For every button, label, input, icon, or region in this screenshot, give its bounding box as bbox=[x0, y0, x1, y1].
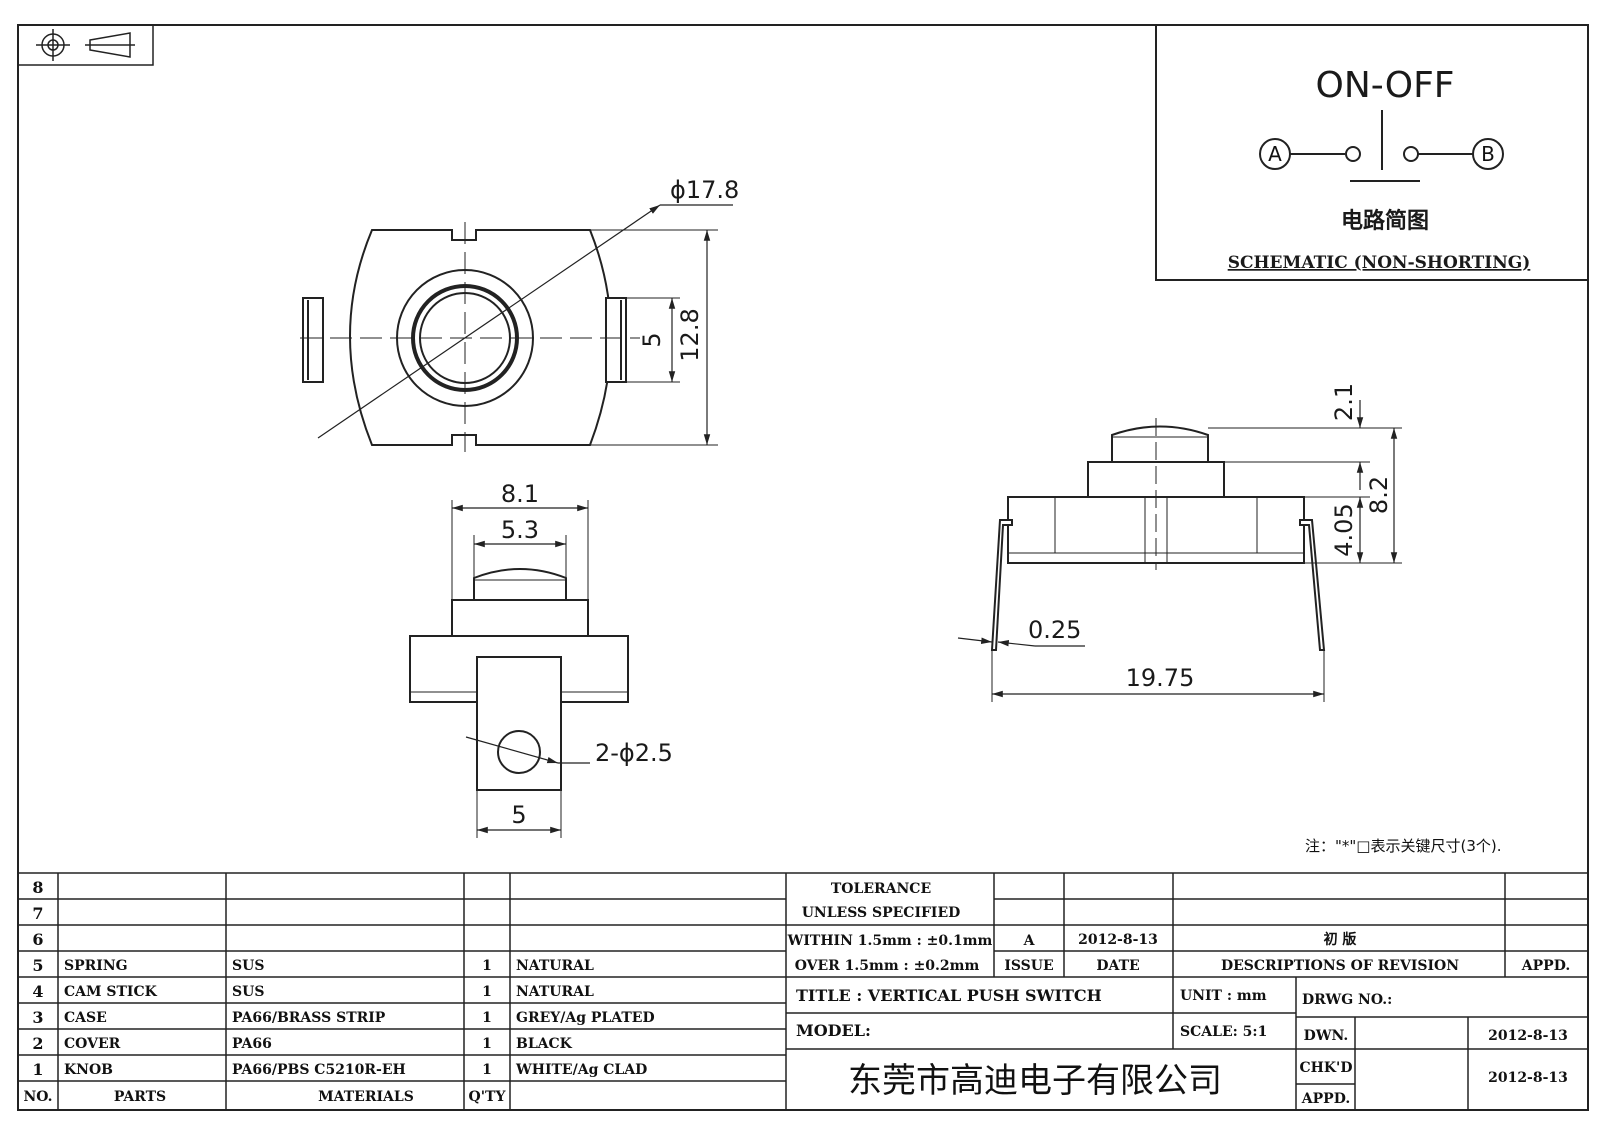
table-row: 8 bbox=[32, 878, 43, 897]
tolerance-line-1: TOLERANCE bbox=[831, 881, 931, 897]
bom-material: PA66/BRASS STRIP bbox=[232, 1010, 386, 1026]
front-view bbox=[409, 500, 629, 838]
bom-no: 6 bbox=[32, 930, 43, 949]
bom-qty: 1 bbox=[482, 984, 492, 1000]
drawn-date: 2012-8-13 bbox=[1488, 1028, 1568, 1044]
model-label: MODEL: bbox=[796, 1021, 871, 1040]
bom-part: KNOB bbox=[64, 1062, 113, 1078]
tolerance-line-3: WITHIN 1.5mm : ±0.1mm bbox=[787, 933, 993, 949]
checked-date: 2012-8-13 bbox=[1488, 1070, 1568, 1086]
bom-qty: 1 bbox=[482, 1062, 492, 1078]
title-block: TOLERANCE UNLESS SPECIFIED WITHIN 1.5mm … bbox=[787, 881, 1571, 1107]
tolerance-line-2: UNLESS SPECIFIED bbox=[802, 905, 961, 921]
bom-finish: NATURAL bbox=[516, 984, 594, 1000]
revision-issue: A bbox=[1023, 933, 1036, 949]
tolerance-line-4: OVER 1.5mm : ±0.2mm bbox=[795, 958, 980, 974]
bom-qty: 1 bbox=[482, 1010, 492, 1026]
table-row: 5 SPRING SUS 1 NATURAL bbox=[32, 956, 594, 975]
descriptions-label: DESCRIPTIONS OF REVISION bbox=[1221, 958, 1459, 974]
bom-finish: BLACK bbox=[516, 1036, 573, 1052]
dim-side-total-h: 8.2 bbox=[1365, 476, 1393, 514]
bom-qty: 1 bbox=[482, 1036, 492, 1052]
bom-no: 5 bbox=[32, 956, 43, 975]
bom-part: COVER bbox=[64, 1036, 121, 1052]
schematic-box: ON-OFF A B 电路简图 SCHEMATIC (NON-SHORTING) bbox=[1155, 24, 1589, 281]
table-row: 7 bbox=[32, 904, 43, 923]
bom-qty: 1 bbox=[482, 958, 492, 974]
key-dimension-note: 注："*"□表示关键尺寸(3个). bbox=[1305, 837, 1502, 855]
bom-no: 7 bbox=[32, 904, 43, 923]
bom-header-parts: PARTS bbox=[114, 1089, 166, 1105]
bom-rows: 8 7 6 5 SPRING SUS 1 NATURAL 4 CAM STICK… bbox=[23, 878, 654, 1105]
bom-no: 2 bbox=[32, 1034, 43, 1053]
title-block-grid bbox=[786, 873, 1588, 1110]
schematic-subtitle-en: SCHEMATIC (NON-SHORTING) bbox=[1228, 253, 1531, 273]
dim-front-hole: 2-ϕ2.5 bbox=[595, 739, 673, 767]
drawing-number-label: DRWG NO.: bbox=[1302, 992, 1392, 1008]
schematic-subtitle-cn: 电路简图 bbox=[1341, 208, 1429, 234]
top-view bbox=[300, 204, 733, 452]
bom-part: CASE bbox=[64, 1010, 107, 1026]
dim-front-tab: 5 bbox=[511, 801, 526, 829]
schematic-title: ON-OFF bbox=[1315, 65, 1454, 106]
appd-label: APPD. bbox=[1521, 958, 1570, 974]
bom-finish: WHITE/Ag CLAD bbox=[515, 1062, 647, 1078]
bom-header-materials: MATERIALS bbox=[318, 1089, 414, 1105]
date-label: DATE bbox=[1096, 958, 1139, 974]
unit-label: UNIT : mm bbox=[1180, 988, 1267, 1004]
approved-label: APPD. bbox=[1301, 1091, 1350, 1107]
dim-front-knob: 5.3 bbox=[501, 516, 539, 544]
table-row: 4 CAM STICK SUS 1 NATURAL bbox=[32, 982, 594, 1001]
dim-side-pin: 0.25 bbox=[1028, 616, 1081, 644]
drawing-title: TITLE : VERTICAL PUSH SWITCH bbox=[796, 986, 1102, 1005]
bom-finish: NATURAL bbox=[516, 958, 594, 974]
table-row: 1 KNOB PA66/PBS C5210R-EH 1 WHITE/Ag CLA… bbox=[32, 1060, 647, 1079]
bom-no: 8 bbox=[32, 878, 43, 897]
bom-part: SPRING bbox=[64, 958, 128, 974]
switch-symbol bbox=[1259, 110, 1504, 182]
issue-label: ISSUE bbox=[1004, 958, 1053, 974]
bom-finish: GREY/Ag PLATED bbox=[516, 1010, 655, 1026]
dim-front-outer: 8.1 bbox=[501, 480, 539, 508]
bom-part: CAM STICK bbox=[64, 984, 158, 1000]
dim-side-knob-h: 2.1 bbox=[1330, 383, 1358, 421]
projection-symbol-icon bbox=[17, 24, 154, 66]
terminal-a-label: A bbox=[1268, 142, 1282, 166]
side-view bbox=[957, 400, 1402, 702]
dim-side-body-h: 4.05 bbox=[1330, 503, 1358, 556]
bom-header-no: NO. bbox=[23, 1089, 52, 1105]
bom-no: 1 bbox=[32, 1060, 43, 1079]
bom-no: 4 bbox=[32, 982, 43, 1001]
revision-date: 2012-8-13 bbox=[1078, 932, 1158, 948]
bom-table bbox=[18, 872, 1588, 1110]
table-row: 3 CASE PA66/BRASS STRIP 1 GREY/Ag PLATED bbox=[32, 1008, 654, 1027]
bom-material: PA66 bbox=[232, 1036, 272, 1052]
scale-label: SCALE: 5:1 bbox=[1180, 1024, 1267, 1040]
table-row: 2 COVER PA66 1 BLACK bbox=[32, 1034, 572, 1053]
table-row: 6 bbox=[32, 930, 43, 949]
drawn-label: DWN. bbox=[1304, 1028, 1349, 1044]
bom-material: SUS bbox=[232, 958, 264, 974]
dim-side-span: 19.75 bbox=[1126, 664, 1195, 692]
sheet-border bbox=[17, 24, 1589, 1111]
revision-description: 初 版 bbox=[1324, 931, 1357, 948]
company-name: 东莞市高迪电子有限公司 bbox=[848, 1061, 1222, 1101]
dim-top-height: 12.8 bbox=[676, 308, 704, 361]
checked-label: CHK'D bbox=[1300, 1060, 1353, 1076]
bom-header-row: NO. PARTS MATERIALS Q'TY bbox=[23, 1089, 506, 1105]
bom-header-qty: Q'TY bbox=[469, 1089, 507, 1105]
bom-no: 3 bbox=[32, 1008, 43, 1027]
bom-material: PA66/PBS C5210R-EH bbox=[232, 1062, 406, 1078]
terminal-b-label: B bbox=[1481, 142, 1495, 166]
dim-top-width: 5 bbox=[638, 332, 666, 347]
bom-material: SUS bbox=[232, 984, 264, 1000]
dim-top-diameter: ϕ17.8 bbox=[670, 176, 739, 204]
